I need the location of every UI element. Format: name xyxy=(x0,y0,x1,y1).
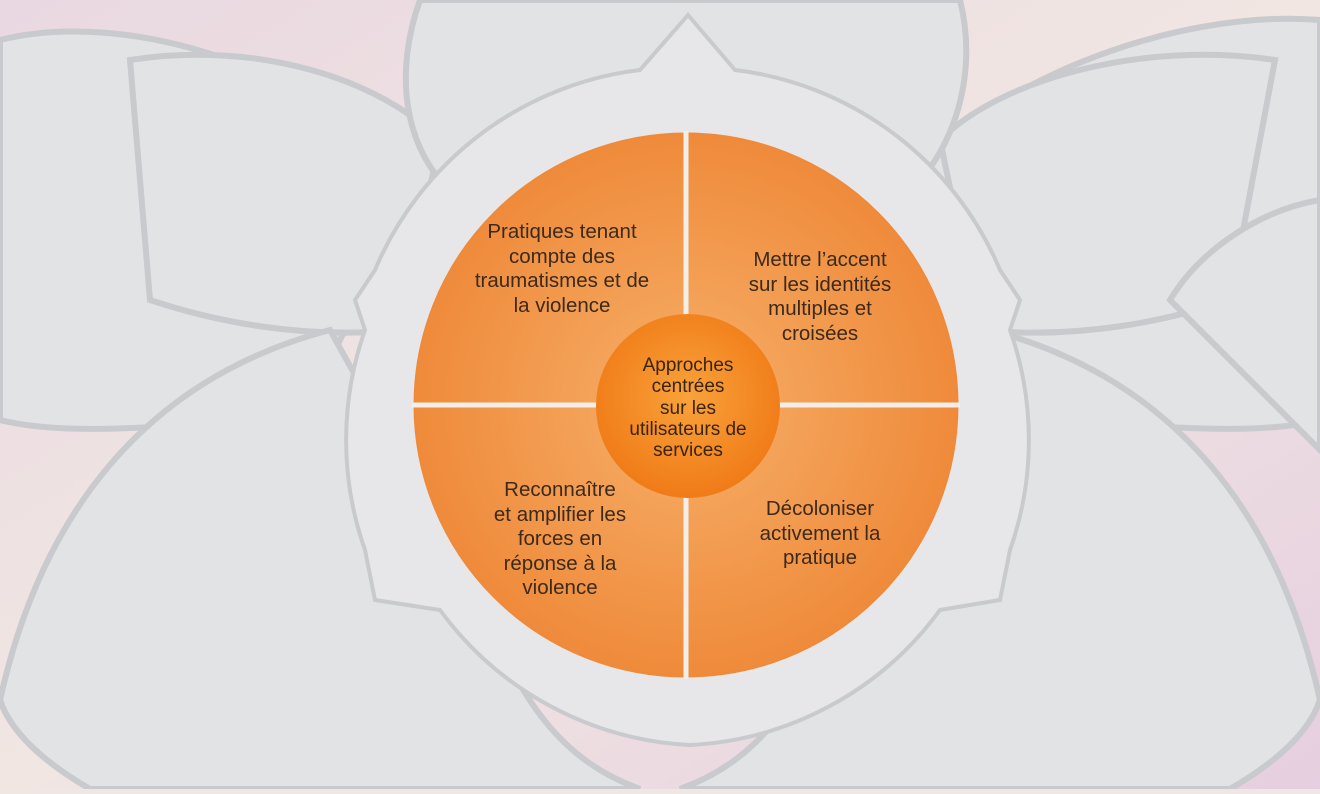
center-circle xyxy=(596,314,780,498)
quadrant-label-decolonize: Décoloniser activement la pratique xyxy=(759,497,881,570)
quadrant-label-strengths: Reconnaître et amplifier les forces en r… xyxy=(493,478,627,600)
quadrant-label-trauma-violence: Pratiques tenant compte des traumatismes… xyxy=(474,220,650,317)
quadrant-label-intersecting-identities: Mettre l’accent sur les identités multip… xyxy=(748,248,892,345)
petal-right-edge xyxy=(1166,196,1320,455)
center-label: Approches centrées sur les utilisateurs … xyxy=(629,355,747,462)
